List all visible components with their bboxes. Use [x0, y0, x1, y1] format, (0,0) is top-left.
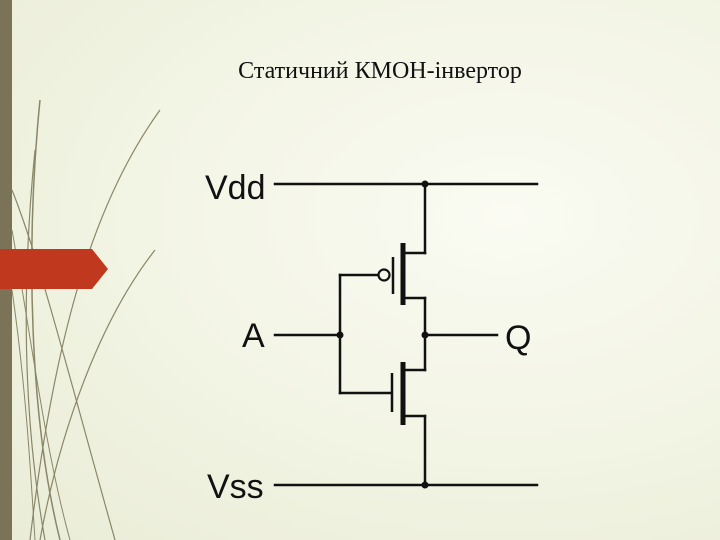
vss-junction [421, 481, 429, 489]
output-label: Q [505, 319, 531, 357]
vdd-junction [421, 180, 429, 188]
input-junction [336, 331, 344, 339]
page-title: Статичний КМОН-інвертор [0, 58, 720, 85]
accent-arrow-icon [0, 249, 108, 289]
vss-label: Vss [207, 468, 264, 506]
title-text: Статичний КМОН-інвертор [238, 58, 522, 84]
output-junction [421, 331, 429, 339]
vdd-label: Vdd [205, 169, 266, 207]
pmos-bubble-icon [377, 268, 391, 282]
input-label: A [242, 317, 265, 355]
